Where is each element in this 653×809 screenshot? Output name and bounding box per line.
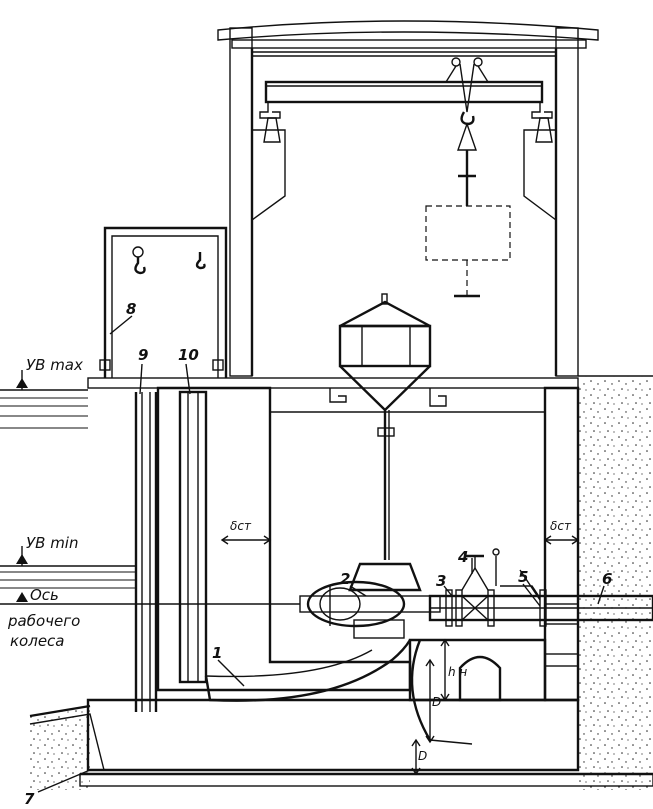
gantry-hook-left-icon — [132, 246, 146, 275]
label-2: 2 — [340, 570, 350, 588]
text-labels: УВ max УВ min Ось рабочего колеса δст δс… — [7, 300, 612, 808]
motor — [338, 293, 432, 560]
soil — [30, 375, 653, 790]
substructure — [86, 386, 580, 772]
label-9: 9 — [138, 346, 148, 364]
crane-hook-icon — [445, 57, 489, 206]
label-delta-left: δст — [230, 519, 252, 533]
suction-pipe — [204, 639, 473, 745]
label-axis-3: колеса — [10, 632, 65, 650]
gantry-frame — [99, 226, 228, 378]
pump — [299, 562, 441, 639]
label-uv-min: УВ min — [26, 534, 79, 552]
leaders — [37, 315, 605, 793]
label-5: 5 — [518, 568, 528, 586]
label-4: 4 — [457, 548, 468, 566]
label-delta-right: δст — [550, 519, 572, 533]
operating-floor — [87, 377, 579, 413]
label-d-large: D — [432, 695, 441, 709]
discharge-pipe — [428, 548, 653, 627]
label-6: 6 — [602, 570, 612, 588]
label-10: 10 — [178, 346, 199, 364]
superstructure — [217, 20, 599, 377]
label-axis-2: рабочего — [7, 612, 80, 630]
dimensions — [220, 535, 580, 776]
label-1: 1 — [212, 644, 222, 662]
gantry-hook-right-icon — [195, 252, 206, 270]
label-7: 7 — [24, 790, 35, 808]
label-h-n: h н — [448, 665, 467, 679]
inlet-channel — [29, 704, 653, 787]
label-uv-max: УВ max — [26, 356, 83, 374]
label-3: 3 — [436, 572, 446, 590]
label-axis-1: Ось — [30, 586, 59, 604]
water-levels — [0, 370, 300, 605]
label-d-small: D — [418, 749, 427, 763]
label-8: 8 — [126, 300, 136, 318]
